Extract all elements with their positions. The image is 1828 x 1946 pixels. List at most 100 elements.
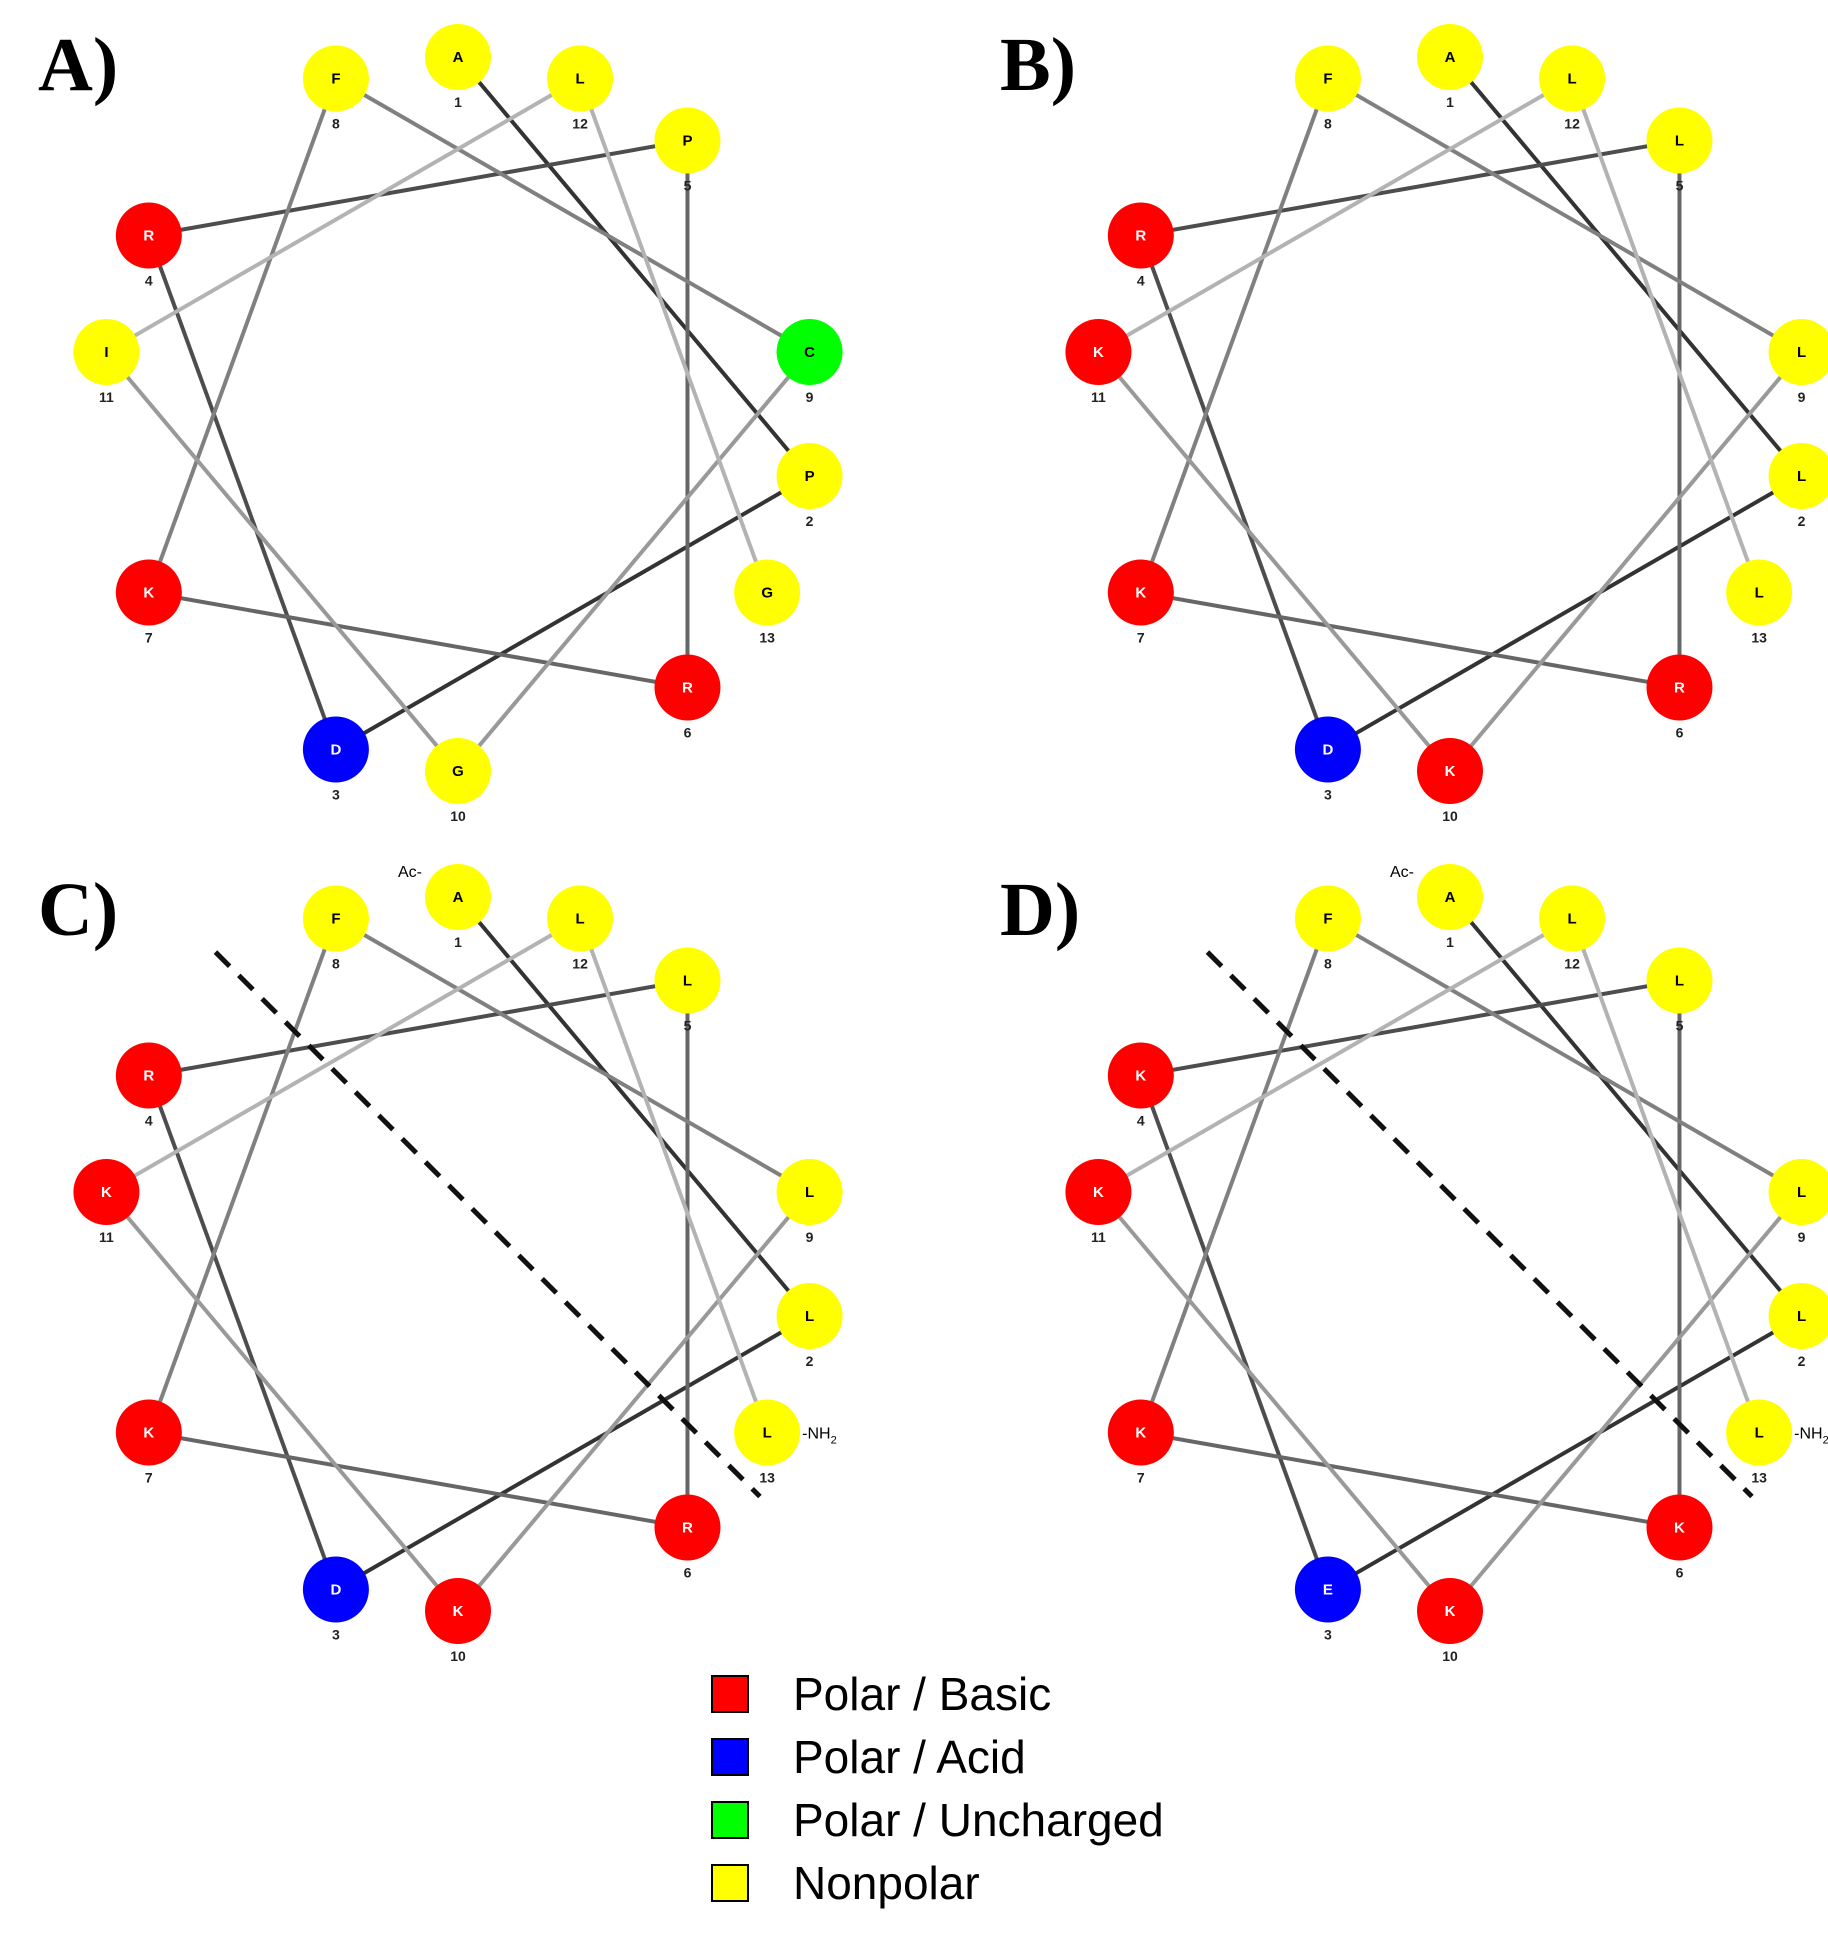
connection-line	[456, 895, 812, 1318]
residue-3: D3	[302, 716, 369, 802]
residue-number: 4	[1137, 1113, 1145, 1129]
residue-9: L9	[776, 1159, 843, 1245]
residue-letter: C	[804, 344, 815, 361]
residue-circle	[115, 1399, 182, 1466]
residue-9: L9	[1768, 1159, 1828, 1245]
residue-number: 6	[684, 724, 692, 740]
residue-letter: L	[1797, 1308, 1806, 1325]
residue-6: R6	[1646, 654, 1713, 740]
panel-label-d: D)	[1000, 868, 1080, 952]
connection-line	[1326, 76, 1803, 354]
residue-circle	[1065, 319, 1132, 386]
residue-circle	[1768, 319, 1828, 385]
residue-letter: A	[1445, 49, 1456, 66]
legend-swatch-nonpolar	[711, 1864, 749, 1902]
connection-line	[148, 590, 688, 690]
residue-number: 7	[1137, 630, 1145, 646]
residue-number: 3	[332, 786, 340, 802]
residue-5: L5	[1646, 947, 1713, 1034]
residue-letter: L	[1568, 71, 1577, 88]
residue-letter: R	[682, 1519, 693, 1536]
wheel-connections	[104, 895, 812, 1613]
connection-line	[334, 1314, 811, 1592]
residue-letter: F	[331, 71, 340, 88]
residue-number: 9	[806, 389, 814, 405]
residue-4: R4	[115, 1042, 182, 1129]
residue-circle	[115, 1042, 182, 1109]
residue-circle	[1768, 443, 1828, 509]
connection-line	[1140, 978, 1680, 1078]
residue-letter: P	[805, 468, 815, 485]
residue-circle	[1417, 1578, 1483, 1644]
connection-line	[1138, 917, 1330, 1434]
legend-swatch-basic	[711, 1675, 749, 1713]
residue-number: 6	[684, 1564, 692, 1580]
residue-circle	[425, 24, 491, 90]
connection-line	[334, 474, 811, 752]
legend-label-uncharged: Polar / Uncharged	[793, 1794, 1164, 1846]
connection-line	[146, 234, 338, 751]
residue-6: R6	[654, 1494, 721, 1580]
legend-label-nonpolar: Nonpolar	[793, 1857, 980, 1909]
residue-6: K6	[1646, 1494, 1713, 1580]
residue-6: R6	[654, 654, 721, 740]
residue-letter: L	[1755, 1425, 1764, 1442]
residue-circle	[1646, 654, 1713, 721]
connection-line	[334, 916, 811, 1194]
connection-line	[104, 1190, 460, 1613]
residue-number: 5	[684, 1018, 692, 1034]
legend-item-uncharged: Polar / Uncharged	[711, 1794, 1164, 1846]
residue-number: 2	[806, 1353, 814, 1369]
residue-3: D3	[1294, 716, 1361, 802]
residue-circle	[547, 885, 614, 952]
residue-letter: R	[682, 679, 693, 696]
residue-number: 12	[572, 116, 588, 132]
residue-number: 13	[1751, 1470, 1767, 1486]
connection-line	[456, 55, 812, 478]
residue-13: L13	[734, 1399, 801, 1486]
connection-line	[105, 76, 582, 354]
residue-circle	[1107, 1399, 1174, 1466]
residue-10: K10	[425, 1578, 491, 1664]
residue-circle	[776, 319, 843, 386]
connection-line	[1138, 1074, 1330, 1591]
residue-number: 4	[145, 273, 153, 289]
residue-letter: L	[576, 911, 585, 928]
residue-3: D3	[302, 1556, 369, 1642]
residue-circle	[776, 442, 843, 509]
connection-line	[1097, 76, 1574, 354]
residue-letter: K	[143, 1425, 154, 1442]
residue-letter: F	[331, 911, 340, 928]
residue-circle	[1294, 1556, 1361, 1623]
residue-number: 1	[454, 934, 462, 950]
residue-number: 9	[1798, 1229, 1806, 1245]
residue-9: C9	[776, 319, 843, 405]
connection-line	[1570, 917, 1762, 1434]
residue-number: 11	[1091, 389, 1106, 405]
residue-number: 7	[1137, 1470, 1145, 1486]
residue-letter: L	[1675, 133, 1684, 150]
residue-12: L12	[1539, 45, 1606, 132]
residue-2: L2	[776, 1282, 843, 1369]
residue-number: 9	[806, 1229, 814, 1245]
residue-8: F8	[1294, 885, 1361, 972]
connection-line	[1448, 55, 1804, 478]
connection-line	[1138, 77, 1330, 594]
residue-letter: I	[104, 344, 108, 361]
connection-line	[1097, 916, 1574, 1194]
residue-circle	[654, 947, 721, 1014]
residue-circle	[734, 559, 801, 626]
connection-line	[1448, 1190, 1804, 1613]
wheel-connections	[1096, 895, 1804, 1613]
residue-circle	[302, 716, 369, 783]
residue-12: L12	[1539, 885, 1606, 972]
residue-number: 6	[1676, 1564, 1684, 1580]
n-terminus-label: Ac-	[1390, 864, 1414, 881]
residue-5: P5	[654, 107, 721, 194]
residue-7: K7	[1107, 559, 1174, 646]
residue-1: A1	[425, 24, 491, 110]
panel-label-c: C)	[38, 868, 118, 952]
